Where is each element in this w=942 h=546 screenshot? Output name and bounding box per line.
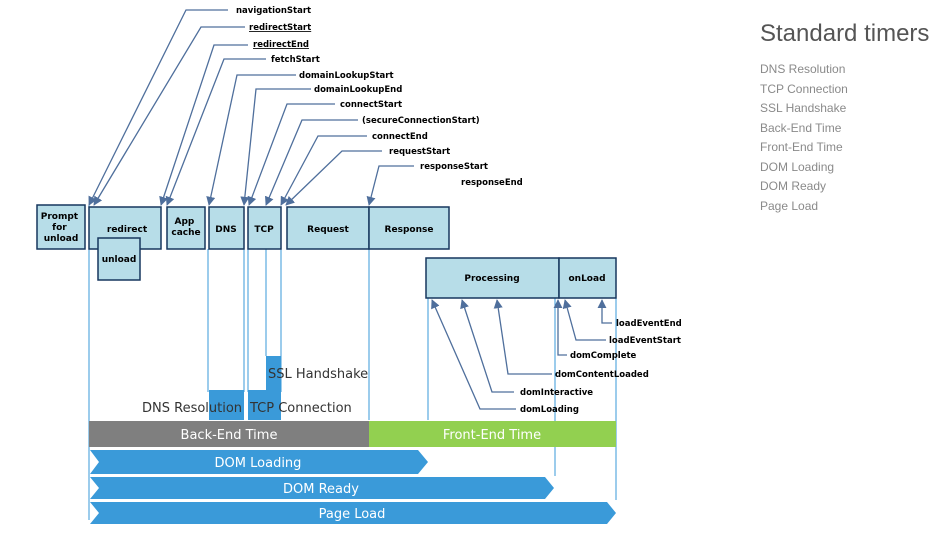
phase-app-cache-label: App cache <box>171 217 200 238</box>
dom-loading-label: DOM Loading <box>215 456 302 471</box>
page-load-label: Page Load <box>319 507 386 522</box>
event-response-end: responseEnd <box>461 178 523 188</box>
phase-tcp <box>247 206 282 250</box>
back-end-time-label: Back-End Time <box>181 428 278 443</box>
legend-item: DOM Ready <box>760 179 827 193</box>
phase-tcp-label: TCP <box>254 225 274 235</box>
legend-item: DOM Loading <box>760 159 835 174</box>
phase-app-cache <box>166 206 206 250</box>
phase-onload <box>558 257 617 299</box>
event-load-event-start: loadEventStart <box>609 336 681 346</box>
standard-timers-legend: Standard timers DNS Resolution TCP Conne… <box>760 20 940 216</box>
legend-item: SSL Handshake <box>760 101 847 115</box>
phase-redirect-label: redirect <box>107 225 148 235</box>
phase-prompt-label: Prompt for unload <box>41 212 81 244</box>
event-redirect-start: redirectStart <box>249 23 311 33</box>
event-fetch-start: fetchStart <box>271 55 320 65</box>
front-end-time-label: Front-End Time <box>443 428 541 443</box>
legend-list: DNS Resolution TCP Connection SSL Handsh… <box>760 60 940 216</box>
event-request-start: requestStart <box>389 147 450 157</box>
event-dom-complete: domComplete <box>570 351 637 361</box>
phase-dns-label: DNS <box>215 225 237 235</box>
event-connect-end: connectEnd <box>372 132 428 142</box>
back-end-time-bar <box>89 421 369 447</box>
front-end-time-bar <box>369 421 616 447</box>
event-dom-interactive: domInteractive <box>520 388 593 398</box>
dom-loading-bar <box>90 450 428 474</box>
phase-response <box>368 206 450 250</box>
phase-unload <box>97 237 141 281</box>
bottom-connectors <box>431 299 612 410</box>
legend-item: DNS Resolution <box>760 62 846 76</box>
legend-item: Page Load <box>760 198 819 213</box>
page-load-bar <box>90 502 616 524</box>
top-connectors <box>88 9 414 206</box>
legend-title: Standard timers <box>760 20 930 47</box>
event-dom-content-loaded: domContentLoaded <box>555 370 649 380</box>
event-secure-connection-start: (secureConnectionStart) <box>362 116 480 126</box>
phase-processing-label: Processing <box>464 274 519 284</box>
event-redirect-end: redirectEnd <box>253 40 309 50</box>
event-response-start: responseStart <box>420 162 488 172</box>
dns-resolution-bar <box>209 390 244 420</box>
event-domain-lookup-start: domainLookupStart <box>299 71 394 81</box>
dom-ready-bar <box>90 477 554 499</box>
phase-prompt-for-unload <box>36 204 86 250</box>
phase-request-label: Request <box>307 225 349 235</box>
guide-lines <box>88 205 617 520</box>
phase-unload-label: unload <box>102 255 137 265</box>
event-dom-loading: domLoading <box>520 405 579 415</box>
phase-onload-label: onLoad <box>568 274 605 284</box>
dom-ready-label: DOM Ready <box>283 482 359 497</box>
legend-item: TCP Connection <box>760 81 848 96</box>
event-domain-lookup-end: domainLookupEnd <box>314 85 402 95</box>
phase-response-label: Response <box>385 225 434 235</box>
phase-request <box>286 206 370 250</box>
ssl-handshake-bar <box>266 356 281 420</box>
legend-item: Back-End Time <box>760 120 842 135</box>
event-navigation-start: navigationStart <box>236 6 311 16</box>
ssl-handshake-label: SSL Handshake <box>268 367 368 382</box>
tcp-connection-label: TCP Connection <box>249 401 352 416</box>
legend-item: Front-End Time <box>760 140 843 154</box>
phase-dns <box>208 206 245 250</box>
event-load-event-end: loadEventEnd <box>616 319 682 329</box>
event-connect-start: connectStart <box>340 100 402 110</box>
dns-resolution-label: DNS Resolution <box>142 401 242 416</box>
